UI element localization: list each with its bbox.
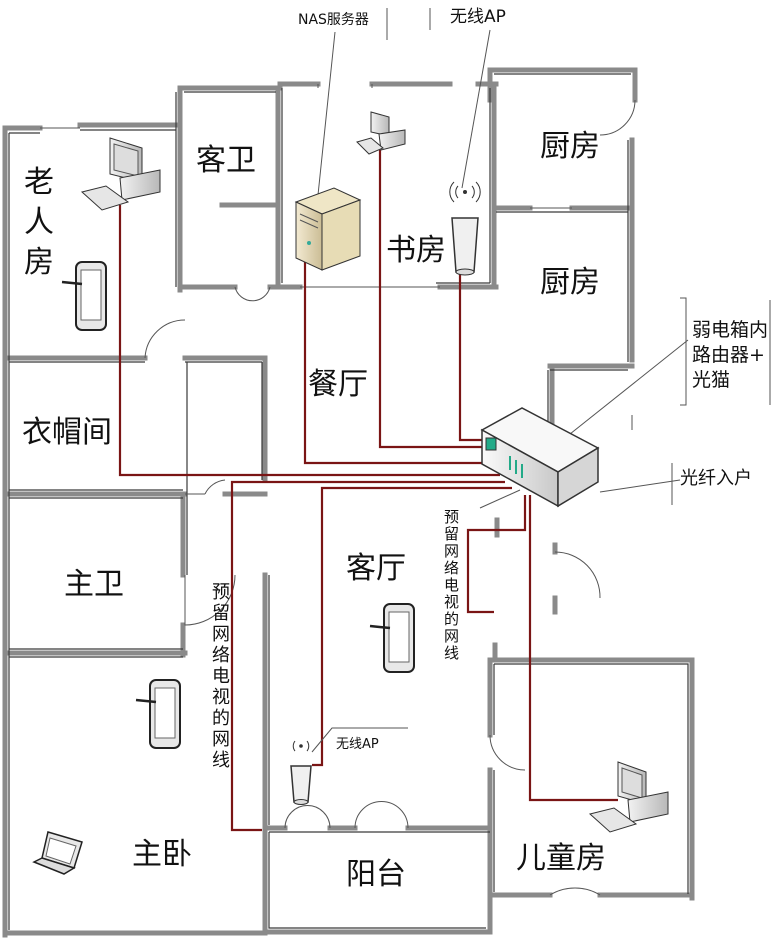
room-label-dining: 餐厅 bbox=[308, 367, 368, 402]
wireless-ap-top-label: 无线AP bbox=[450, 7, 506, 27]
cable-study-pc bbox=[378, 150, 485, 449]
desktop-computer-icon bbox=[80, 137, 161, 211]
laptop-icon bbox=[32, 831, 83, 875]
wireless-ap-icon bbox=[290, 740, 312, 805]
room-label-master-bath: 主卫 bbox=[64, 567, 124, 602]
cable-study-ap bbox=[458, 272, 485, 442]
wireless-ap-living-label: 无线AP bbox=[336, 737, 379, 752]
room-label-elder-room: 老人房 bbox=[24, 165, 54, 280]
room-label-master-bedroom: 主卧 bbox=[132, 837, 192, 872]
annotations: NAS服务器 无线AP 弱电箱内路由器+光猫 光纤入户 无线AP 预留网络电视的… bbox=[212, 7, 768, 771]
room-labels: 客卫 老人房 书房 厨房 厨房 餐厅 衣帽间 主卫 客厅 主卧 阳台 儿童房 bbox=[22, 129, 606, 892]
cable-nas bbox=[303, 260, 495, 465]
iptv-reserve-label-right: 预留网络电视的网线 bbox=[444, 508, 459, 662]
room-label-kitchen-2: 厨房 bbox=[540, 265, 600, 300]
door-swings bbox=[40, 84, 636, 896]
iptv-reserve-label-left: 预留网络电视的网线 bbox=[212, 582, 230, 771]
room-label-kids-room: 儿童房 bbox=[516, 841, 606, 876]
room-label-balcony: 阳台 bbox=[346, 857, 406, 892]
tablet-icon bbox=[61, 261, 107, 331]
nas-server-label: NAS服务器 bbox=[298, 12, 369, 28]
cable-living-ap bbox=[312, 486, 512, 767]
wireless-ap-icon bbox=[449, 181, 481, 276]
cable-master-bedroom bbox=[230, 480, 505, 832]
network-cables bbox=[118, 150, 618, 832]
server-tower-icon bbox=[294, 187, 362, 271]
tablet-icon bbox=[135, 679, 181, 749]
router-icon bbox=[480, 407, 600, 508]
leader-lines bbox=[311, 8, 771, 753]
fiber-in-label: 光纤入户 bbox=[680, 468, 752, 489]
room-label-kitchen-1: 厨房 bbox=[540, 129, 600, 164]
weak-box-label: 弱电箱内路由器+光猫 bbox=[692, 319, 768, 391]
room-label-living: 客厅 bbox=[346, 551, 406, 586]
cable-living-tv bbox=[466, 495, 527, 614]
room-label-study: 书房 bbox=[386, 233, 446, 268]
room-label-cloakroom: 衣帽间 bbox=[22, 415, 112, 450]
room-label-guest-bath: 客卫 bbox=[196, 143, 256, 178]
cable-kids-room bbox=[528, 495, 618, 802]
cable-elder-room bbox=[118, 205, 500, 477]
desktop-computer-icon bbox=[588, 761, 669, 833]
tablet-icon bbox=[369, 603, 415, 673]
walls bbox=[2, 67, 695, 938]
desktop-computer-icon bbox=[356, 111, 406, 155]
inner-wall-lines bbox=[8, 73, 689, 930]
